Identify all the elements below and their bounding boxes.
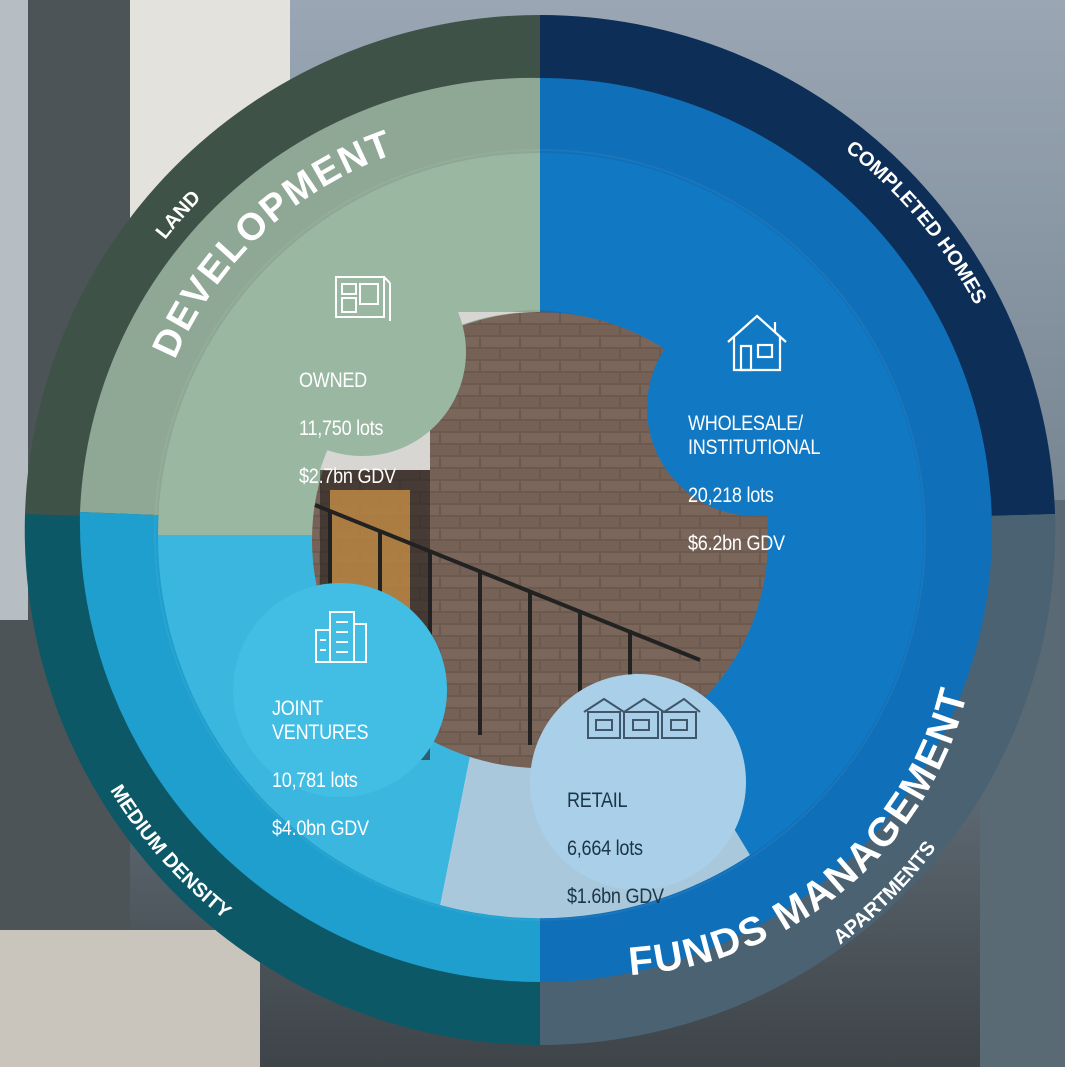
owned-lots: 11,750 lots	[299, 417, 384, 440]
blueprint-icon	[335, 276, 391, 321]
joint-ventures-title: JOINT VENTURES	[272, 697, 369, 744]
bubble-wholesale-text: WHOLESALE/ INSTITUTIONAL 20,218 lots $6.…	[688, 388, 820, 580]
retail-title: RETAIL	[567, 789, 628, 812]
wholesale-lots: 20,218 lots	[688, 484, 774, 507]
owned-gdv: $2.7bn GDV	[299, 465, 396, 488]
wholesale-title: WHOLESALE/ INSTITUTIONAL	[688, 412, 821, 459]
bubble-owned	[258, 248, 466, 456]
retail-gdv: $1.6bn GDV	[567, 885, 664, 908]
bubble-joint-ventures-text: JOINT VENTURES 10,781 lots $4.0bn GDV	[272, 673, 369, 865]
bubble-owned-text: OWNED 11,750 lots $2.7bn GDV	[299, 345, 396, 513]
wholesale-gdv: $6.2bn GDV	[688, 532, 785, 555]
apartment-building-icon	[315, 611, 367, 663]
bubble-retail-text: RETAIL 6,664 lots $1.6bn GDV	[567, 765, 664, 933]
retail-lots: 6,664 lots	[567, 837, 643, 860]
joint-ventures-gdv: $4.0bn GDV	[272, 817, 369, 840]
owned-title: OWNED	[299, 369, 367, 392]
bubble-joint-ventures	[233, 583, 447, 797]
bubble-wholesale	[647, 300, 863, 516]
townhouses-icon	[583, 697, 701, 739]
house-icon	[727, 314, 787, 372]
bubble-retail	[530, 674, 746, 890]
joint-ventures-lots: 10,781 lots	[272, 769, 358, 792]
bubbles	[233, 248, 863, 890]
